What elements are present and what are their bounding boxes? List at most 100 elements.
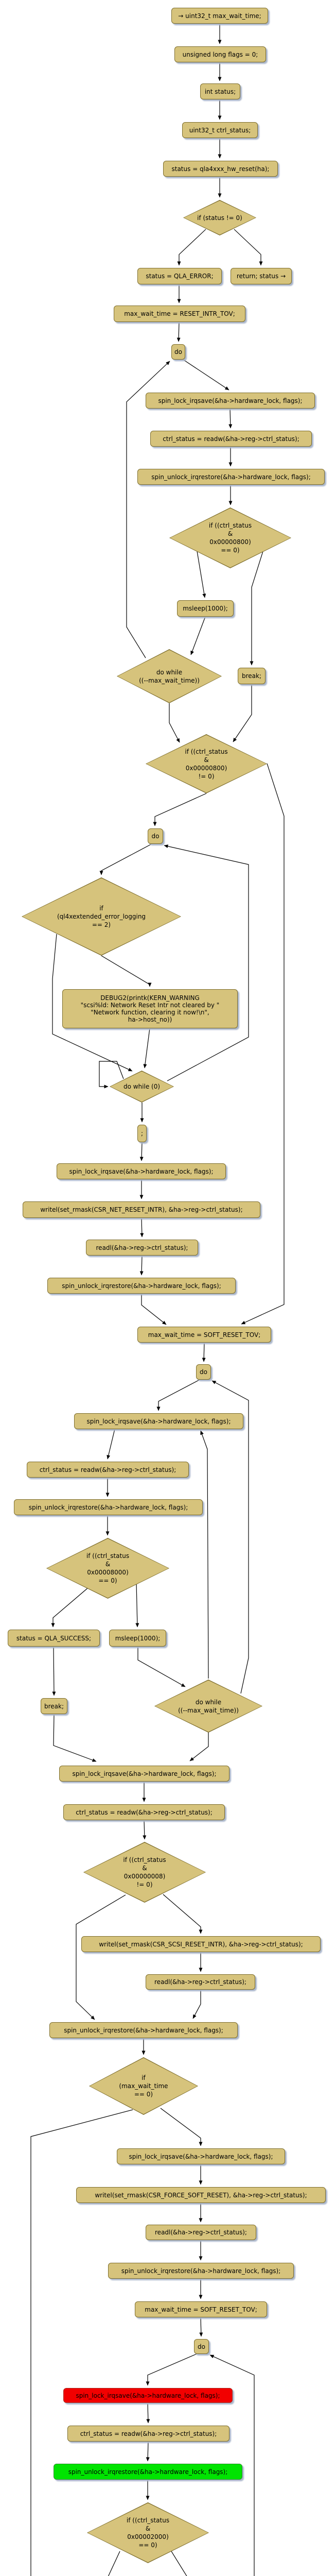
flow-edge	[52, 934, 133, 1072]
node-read-ctrl-status-4: ctrl_status = readw(&ha->reg->ctrl_statu…	[67, 2426, 229, 2442]
flow-edge	[143, 1028, 150, 1069]
node-label: msleep(1000);	[183, 605, 228, 612]
node-read-ctrl-status-2: ctrl_status = readw(&ha->reg->ctrl_statu…	[27, 1462, 189, 1478]
flow-edge	[101, 955, 152, 987]
node-spin-lock-6-highlighted-red: spin_lock_irqsave(&ha->hardware_lock, fl…	[63, 2388, 233, 2403]
node-return-status-early: return; status →	[231, 268, 292, 284]
node-label: uint32_t ctrl_status;	[189, 126, 251, 134]
decision-force-soft-reset-clear: if ((ctrl_status & 0x00002000) == 0)	[87, 2502, 209, 2563]
node-label: spin_lock_irqsave(&ha->hardware_lock, fl…	[69, 1167, 214, 1175]
node-label: spin_lock_irqsave(&ha->hardware_lock, fl…	[76, 2392, 220, 2399]
flow-edge	[108, 2551, 120, 2576]
node-label: writel(set_rmask(CSR_NET_RESET_INTR), &h…	[40, 1206, 243, 1213]
decision-scsi-reset-intr-set: if ((ctrl_status & 0x00000008) != 0)	[83, 1842, 206, 1903]
flow-edge	[135, 1582, 139, 1628]
node-label: if ((ctrl_status & 0x00000800) != 0)	[185, 748, 228, 780]
flow-edge	[177, 229, 206, 266]
node-label: if (max_wait_time == 0)	[119, 2074, 168, 2098]
node-spin-unlock-1: spin_unlock_irqrestore(&ha->hardware_loc…	[137, 469, 325, 485]
node-do-2: do	[148, 828, 163, 844]
flow-edge	[160, 2108, 203, 2146]
node-label: break;	[241, 672, 261, 680]
flow-edge	[107, 1429, 115, 1460]
node-label: spin_unlock_irqrestore(&ha->hardware_loc…	[62, 1282, 221, 1290]
node-label: max_wait_time = SOFT_RESET_TOV;	[145, 2306, 257, 2313]
flow-edge	[192, 1990, 201, 2019]
node-read-ctrl-status-3: ctrl_status = readw(&ha->reg->ctrl_statu…	[63, 1804, 225, 1820]
flow-edge	[99, 843, 152, 875]
node-spin-unlock-6-highlighted-green: spin_unlock_irqrestore(&ha->hardware_loc…	[54, 2464, 242, 2480]
node-spin-unlock-5: spin_unlock_irqrestore(&ha->hardware_loc…	[108, 2263, 294, 2279]
node-msleep-2: msleep(1000);	[109, 1630, 166, 1647]
node-label: do	[200, 1368, 207, 1376]
node-writel-net-reset-intr: writel(set_rmask(CSR_NET_RESET_INTR), &h…	[23, 1201, 260, 1218]
node-label: readl(&ha->reg->ctrl_status);	[155, 2229, 247, 2236]
node-label: return; status →	[236, 273, 286, 280]
node-label: if (status != 0)	[197, 214, 242, 222]
node-label: writel(set_rmask(CSR_FORCE_SOFT_RESET), …	[95, 2191, 307, 2199]
node-spin-unlock-2: spin_unlock_irqrestore(&ha->hardware_loc…	[47, 1278, 236, 1294]
node-msleep-1: msleep(1000);	[177, 600, 234, 617]
node-decl-max-wait-time: → uint32_t max_wait_time;	[171, 8, 268, 24]
decision-extended-error-logging: if (ql4xextended_error_logging == 2)	[22, 877, 181, 956]
node-set-max-wait-soft-reset-tov-1: max_wait_time = SOFT_RESET_TOV;	[137, 1327, 271, 1343]
node-label: readl(&ha->reg->ctrl_status);	[96, 1244, 188, 1251]
flow-edge	[76, 1894, 126, 2020]
node-label: msleep(1000);	[115, 1634, 161, 1642]
flow-edge	[197, 551, 206, 598]
node-label: break;	[44, 1702, 64, 1710]
node-label: do while ((--max_wait_time))	[178, 1698, 239, 1714]
flow-edge	[250, 548, 264, 666]
node-writel-force-soft-reset: writel(set_rmask(CSR_FORCE_SOFT_RESET), …	[76, 2187, 326, 2203]
decision-do-while-0: do while (0)	[110, 1071, 174, 1103]
node-call-hw-reset: status = qla4xxx_hw_reset(ha);	[163, 161, 278, 177]
flow-edge	[190, 616, 206, 655]
node-label: status = qla4xxx_hw_reset(ha);	[171, 165, 270, 173]
node-spin-lock-3: spin_lock_irqsave(&ha->hardware_lock, fl…	[74, 1413, 243, 1429]
node-label: unsigned long flags = 0;	[182, 50, 258, 58]
node-label: status = QLA_ERROR;	[146, 273, 214, 280]
node-label: spin_lock_irqsave(&ha->hardware_lock, fl…	[129, 2153, 273, 2160]
node-label: if ((ctrl_status & 0x00000008) != 0)	[123, 1856, 166, 1888]
node-label: DEBUG2(printk(KERN_WARNING "scsi%ld: Net…	[80, 994, 220, 1023]
flow-edge	[183, 359, 229, 391]
node-label: writel(set_rmask(CSR_SCSI_RESET_INTR), &…	[99, 1940, 303, 1948]
node-label: int status;	[204, 88, 236, 95]
node-label: if ((ctrl_status & 0x00002000) == 0)	[126, 2517, 170, 2549]
node-label: spin_unlock_irqrestore(&ha->hardware_loc…	[121, 2267, 281, 2275]
flow-edge	[51, 1587, 89, 1628]
decision-net-reset-intr-clear: if ((ctrl_status & 0x00000800) == 0)	[169, 507, 291, 568]
node-label: ctrl_status = readw(&ha->reg->ctrl_statu…	[163, 435, 299, 443]
node-label: if (ql4xextended_error_logging == 2)	[57, 905, 146, 928]
node-decl-flags: unsigned long flags = 0;	[174, 46, 266, 62]
node-label: status = QLA_SUCCESS;	[16, 1634, 92, 1642]
node-label: do	[174, 348, 182, 355]
flow-edge	[241, 763, 285, 1325]
node-label: spin_lock_irqsave(&ha->hardware_lock, fl…	[72, 1770, 217, 1777]
node-label: if ((ctrl_status & 0x00000800) == 0)	[208, 522, 252, 554]
decision-do-while-1: do while ((--max_wait_time))	[117, 649, 222, 703]
flow-edge	[146, 2353, 197, 2386]
node-label: do	[151, 833, 160, 840]
node-break-1: break;	[238, 668, 266, 684]
node-label: ctrl_status = readw(&ha->reg->ctrl_statu…	[39, 1466, 176, 1473]
node-read-ctrl-status-1: ctrl_status = readw(&ha->reg->ctrl_statu…	[150, 431, 312, 447]
node-set-max-wait-soft-reset-tov-2: max_wait_time = SOFT_RESET_TOV;	[135, 2301, 267, 2317]
node-writel-scsi-reset-intr: writel(set_rmask(CSR_SCSI_RESET_INTR), &…	[81, 1936, 321, 1952]
node-debug2-printk: DEBUG2(printk(KERN_WARNING "scsi%ld: Net…	[62, 989, 238, 1028]
node-label: spin_lock_irqsave(&ha->hardware_lock, fl…	[86, 1417, 231, 1425]
node-break-2: break;	[41, 1698, 67, 1714]
node-do-4: do	[194, 2339, 209, 2354]
node-spin-lock-4: spin_lock_irqsave(&ha->hardware_lock, fl…	[59, 1766, 229, 1782]
node-empty-statement: ;	[137, 1125, 147, 1142]
node-label: spin_lock_irqsave(&ha->hardware_lock, fl…	[158, 397, 303, 404]
node-label: max_wait_time = RESET_INTR_TOV;	[124, 310, 235, 317]
flow-edge-loop-back	[211, 1380, 249, 1694]
flow-edge	[153, 793, 207, 826]
node-decl-ctrl-status: uint32_t ctrl_status;	[182, 122, 258, 138]
flow-edge-loop-back	[126, 361, 170, 658]
flow-edge	[233, 684, 252, 742]
flow-edge	[234, 229, 263, 266]
